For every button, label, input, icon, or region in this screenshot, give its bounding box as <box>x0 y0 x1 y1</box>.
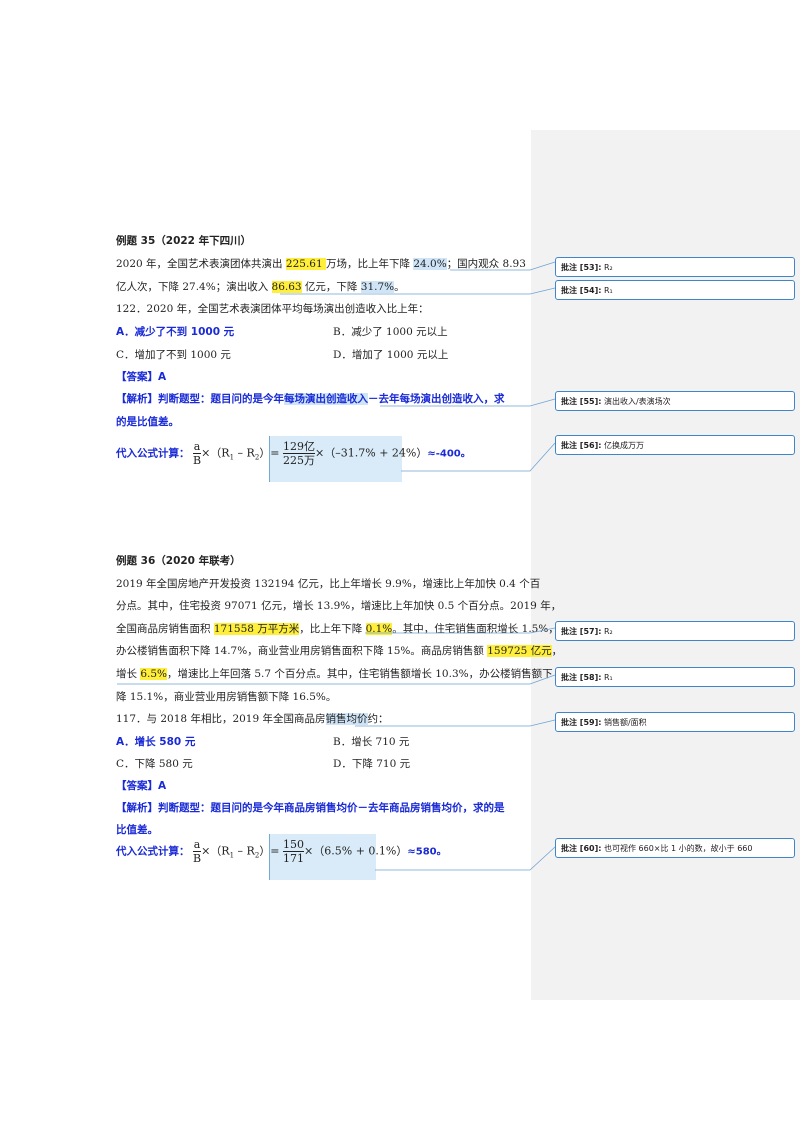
ex35-question: 122．2020 年，全国艺术表演团体平均每场演出创造收入比上年： <box>116 303 429 315</box>
comment-57[interactable]: 批注 [57]: R₂ <box>555 621 795 641</box>
formula-selection-box[interactable] <box>269 834 376 880</box>
ex36-analysis-line-1: 【解析】判断题型：题目问的是今年商品房销售均价－去年商品房销售均价，求的是 <box>116 802 505 814</box>
ex35-option-a: A．减少了不到 1000 元 <box>116 326 235 338</box>
ex36-option-a: A．增长 580 元 <box>116 736 196 748</box>
ex36-paragraph-line-4: 办公楼销售面积下降 14.7%，商业营业用房销售面积下降 15%。商品房销售额 … <box>116 645 563 657</box>
ex36-answer: 【答案】A <box>116 780 167 792</box>
ex36-analysis-line-2: 比值差。 <box>116 824 158 836</box>
ex36-option-c: C．下降 580 元 <box>116 758 193 770</box>
highlight-225-61[interactable]: 225.61 <box>285 258 326 270</box>
selection-sales-price[interactable]: 销售均价 <box>325 713 368 725</box>
comment-59[interactable]: 批注 [59]: 销售额/面积 <box>555 712 795 732</box>
comment-53[interactable]: 批注 [53]: R₂ <box>555 257 795 277</box>
highlight-159725[interactable]: 159725 亿元 <box>487 645 552 657</box>
ex35-option-b: B．减少了 1000 元以上 <box>333 326 448 338</box>
highlight-86-63[interactable]: 86.63 <box>271 281 302 293</box>
comment-56[interactable]: 批注 [56]: 亿换成万万 <box>555 435 795 455</box>
ex35-answer: 【答案】A <box>116 371 167 383</box>
highlight-171558[interactable]: 171558 万平方米 <box>213 623 300 635</box>
formula-selection-box[interactable] <box>269 436 402 482</box>
ex36-paragraph-line-6: 降 15.1%，商业营业用房销售额下降 16.5%。 <box>116 691 337 703</box>
ex36-option-b: B．增长 710 元 <box>333 736 410 748</box>
ex36-paragraph-line-2: 分点。其中，住宅投资 97071 亿元，增长 13.9%，增速比上年加快 0.5… <box>116 600 562 612</box>
comment-60[interactable]: 批注 [60]: 也可视作 660×比 1 小的数，故小于 660 <box>555 838 795 858</box>
ex35-analysis-line-1: 【解析】判断题型：题目问的是今年每场演出创造收入－去年每场演出创造收入，求 <box>116 393 505 405</box>
ex35-option-d: D．增加了 1000 元以上 <box>333 349 449 361</box>
example-36-title: 例题 36（2020 年联考） <box>116 555 241 567</box>
comment-54[interactable]: 批注 [54]: R₁ <box>555 280 795 300</box>
ex36-option-d: D．下降 710 元 <box>333 758 411 770</box>
highlight-0-1[interactable]: 0.1% <box>365 623 393 635</box>
ex36-paragraph-line-3: 全国商品房销售面积 171558 万平方米，比上年下降 0.1%。其中，住宅销售… <box>116 623 559 635</box>
highlight-31-7[interactable]: 31.7% <box>360 281 395 293</box>
ex35-paragraph-line-2: 亿人次，下降 27.4%；演出收入 86.63 亿元，下降 31.7%。 <box>116 281 405 293</box>
ex36-question: 117．与 2018 年相比，2019 年全国商品房销售均价约： <box>116 713 389 725</box>
highlight-24-0[interactable]: 24.0% <box>413 258 447 270</box>
ex35-paragraph-line-1: 2020 年，全国艺术表演团体共演出 225.61 万场，比上年下降 24.0%… <box>116 258 526 270</box>
ex35-analysis-line-2: 的是比值差。 <box>116 416 179 428</box>
ex36-paragraph-line-1: 2019 年全国房地产开发投资 132194 亿元，比上年增长 9.9%，增速比… <box>116 578 541 590</box>
comment-58[interactable]: 批注 [58]: R₁ <box>555 667 795 687</box>
document-page: 例题 35（2022 年下四川） 2020 年，全国艺术表演团体共演出 225.… <box>116 235 562 880</box>
example-35-title: 例题 35（2022 年下四川） <box>116 235 252 247</box>
selection-revenue-per-show[interactable]: 每场演出创造收入 <box>284 393 368 405</box>
highlight-6-5[interactable]: 6.5% <box>140 668 168 680</box>
comment-55[interactable]: 批注 [55]: 演出收入/表演场次 <box>555 391 795 411</box>
ex35-option-c: C．增加了不到 1000 元 <box>116 349 231 361</box>
ex36-paragraph-line-5: 增长 6.5%，增速比上年回落 5.7 个百分点。其中，住宅销售额增长 10.3… <box>116 668 553 680</box>
